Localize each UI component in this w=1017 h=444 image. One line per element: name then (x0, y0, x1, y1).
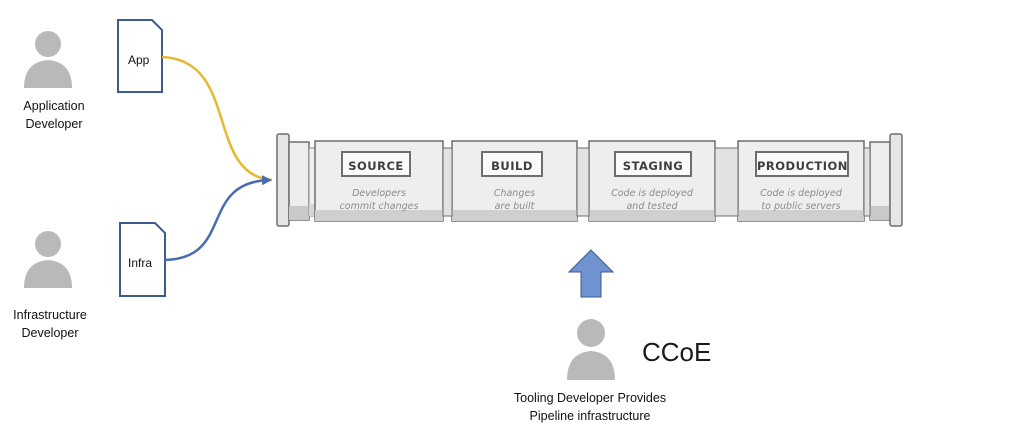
tooling-developer-person-icon (567, 319, 615, 380)
infra-document-icon (119, 222, 166, 297)
infrastructure-developer-label: Infrastructure Developer (13, 308, 87, 340)
infra-connector (164, 175, 272, 262)
infra-document-label: Infra (128, 256, 153, 270)
ccoe-label: CCoE (642, 337, 712, 367)
application-developer-label: Application Developer (23, 99, 85, 131)
stage-title-build: BUILD (481, 151, 543, 177)
up-arrow-icon (567, 249, 615, 298)
app-connector (161, 55, 273, 182)
stage-title-source: SOURCE (341, 151, 411, 177)
stage-title-staging: STAGING (614, 151, 692, 177)
application-developer-person-icon (24, 31, 72, 88)
tooling-developer-label: Tooling Developer Provides Pipeline infr… (513, 391, 667, 423)
app-document-label: App (128, 53, 150, 67)
stage-title-production: PRODUCTION (755, 151, 849, 177)
app-document-icon (117, 19, 163, 93)
infrastructure-developer-person-icon (24, 231, 72, 288)
source-segment (314, 140, 444, 222)
